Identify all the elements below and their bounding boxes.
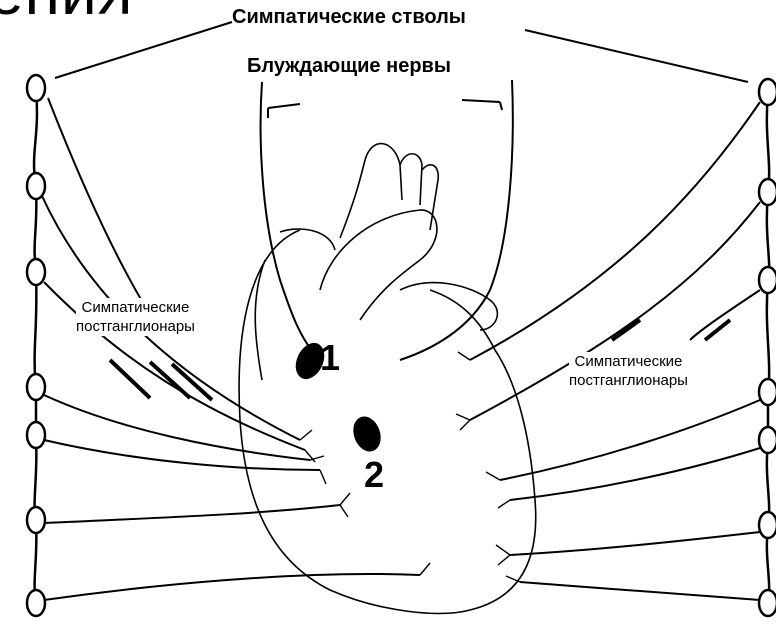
vagus-nerves [261, 80, 513, 360]
vagus-nerves-label: Блуждающие нервы [247, 55, 451, 78]
ganglion-2-marker [349, 413, 386, 456]
right-postganglionic-fibres [470, 102, 760, 600]
right-sympathetic-trunk [759, 79, 776, 616]
postganglionic-left-label: Симпатические постганглионары [76, 298, 195, 336]
heart-outline [239, 144, 536, 614]
ganglion-1-number: 1 [320, 340, 340, 376]
sympathetic-trunks-label: Симпатические стволы [232, 6, 466, 29]
ganglion-2-number: 2 [364, 457, 384, 493]
postganglionic-right-label: Симпатические постганглионары [569, 352, 688, 390]
left-postganglionic-fibres [42, 98, 420, 600]
nerve-terminal-branches [300, 352, 520, 582]
slide-title: ения [0, 0, 133, 24]
left-sympathetic-trunk [27, 75, 45, 616]
